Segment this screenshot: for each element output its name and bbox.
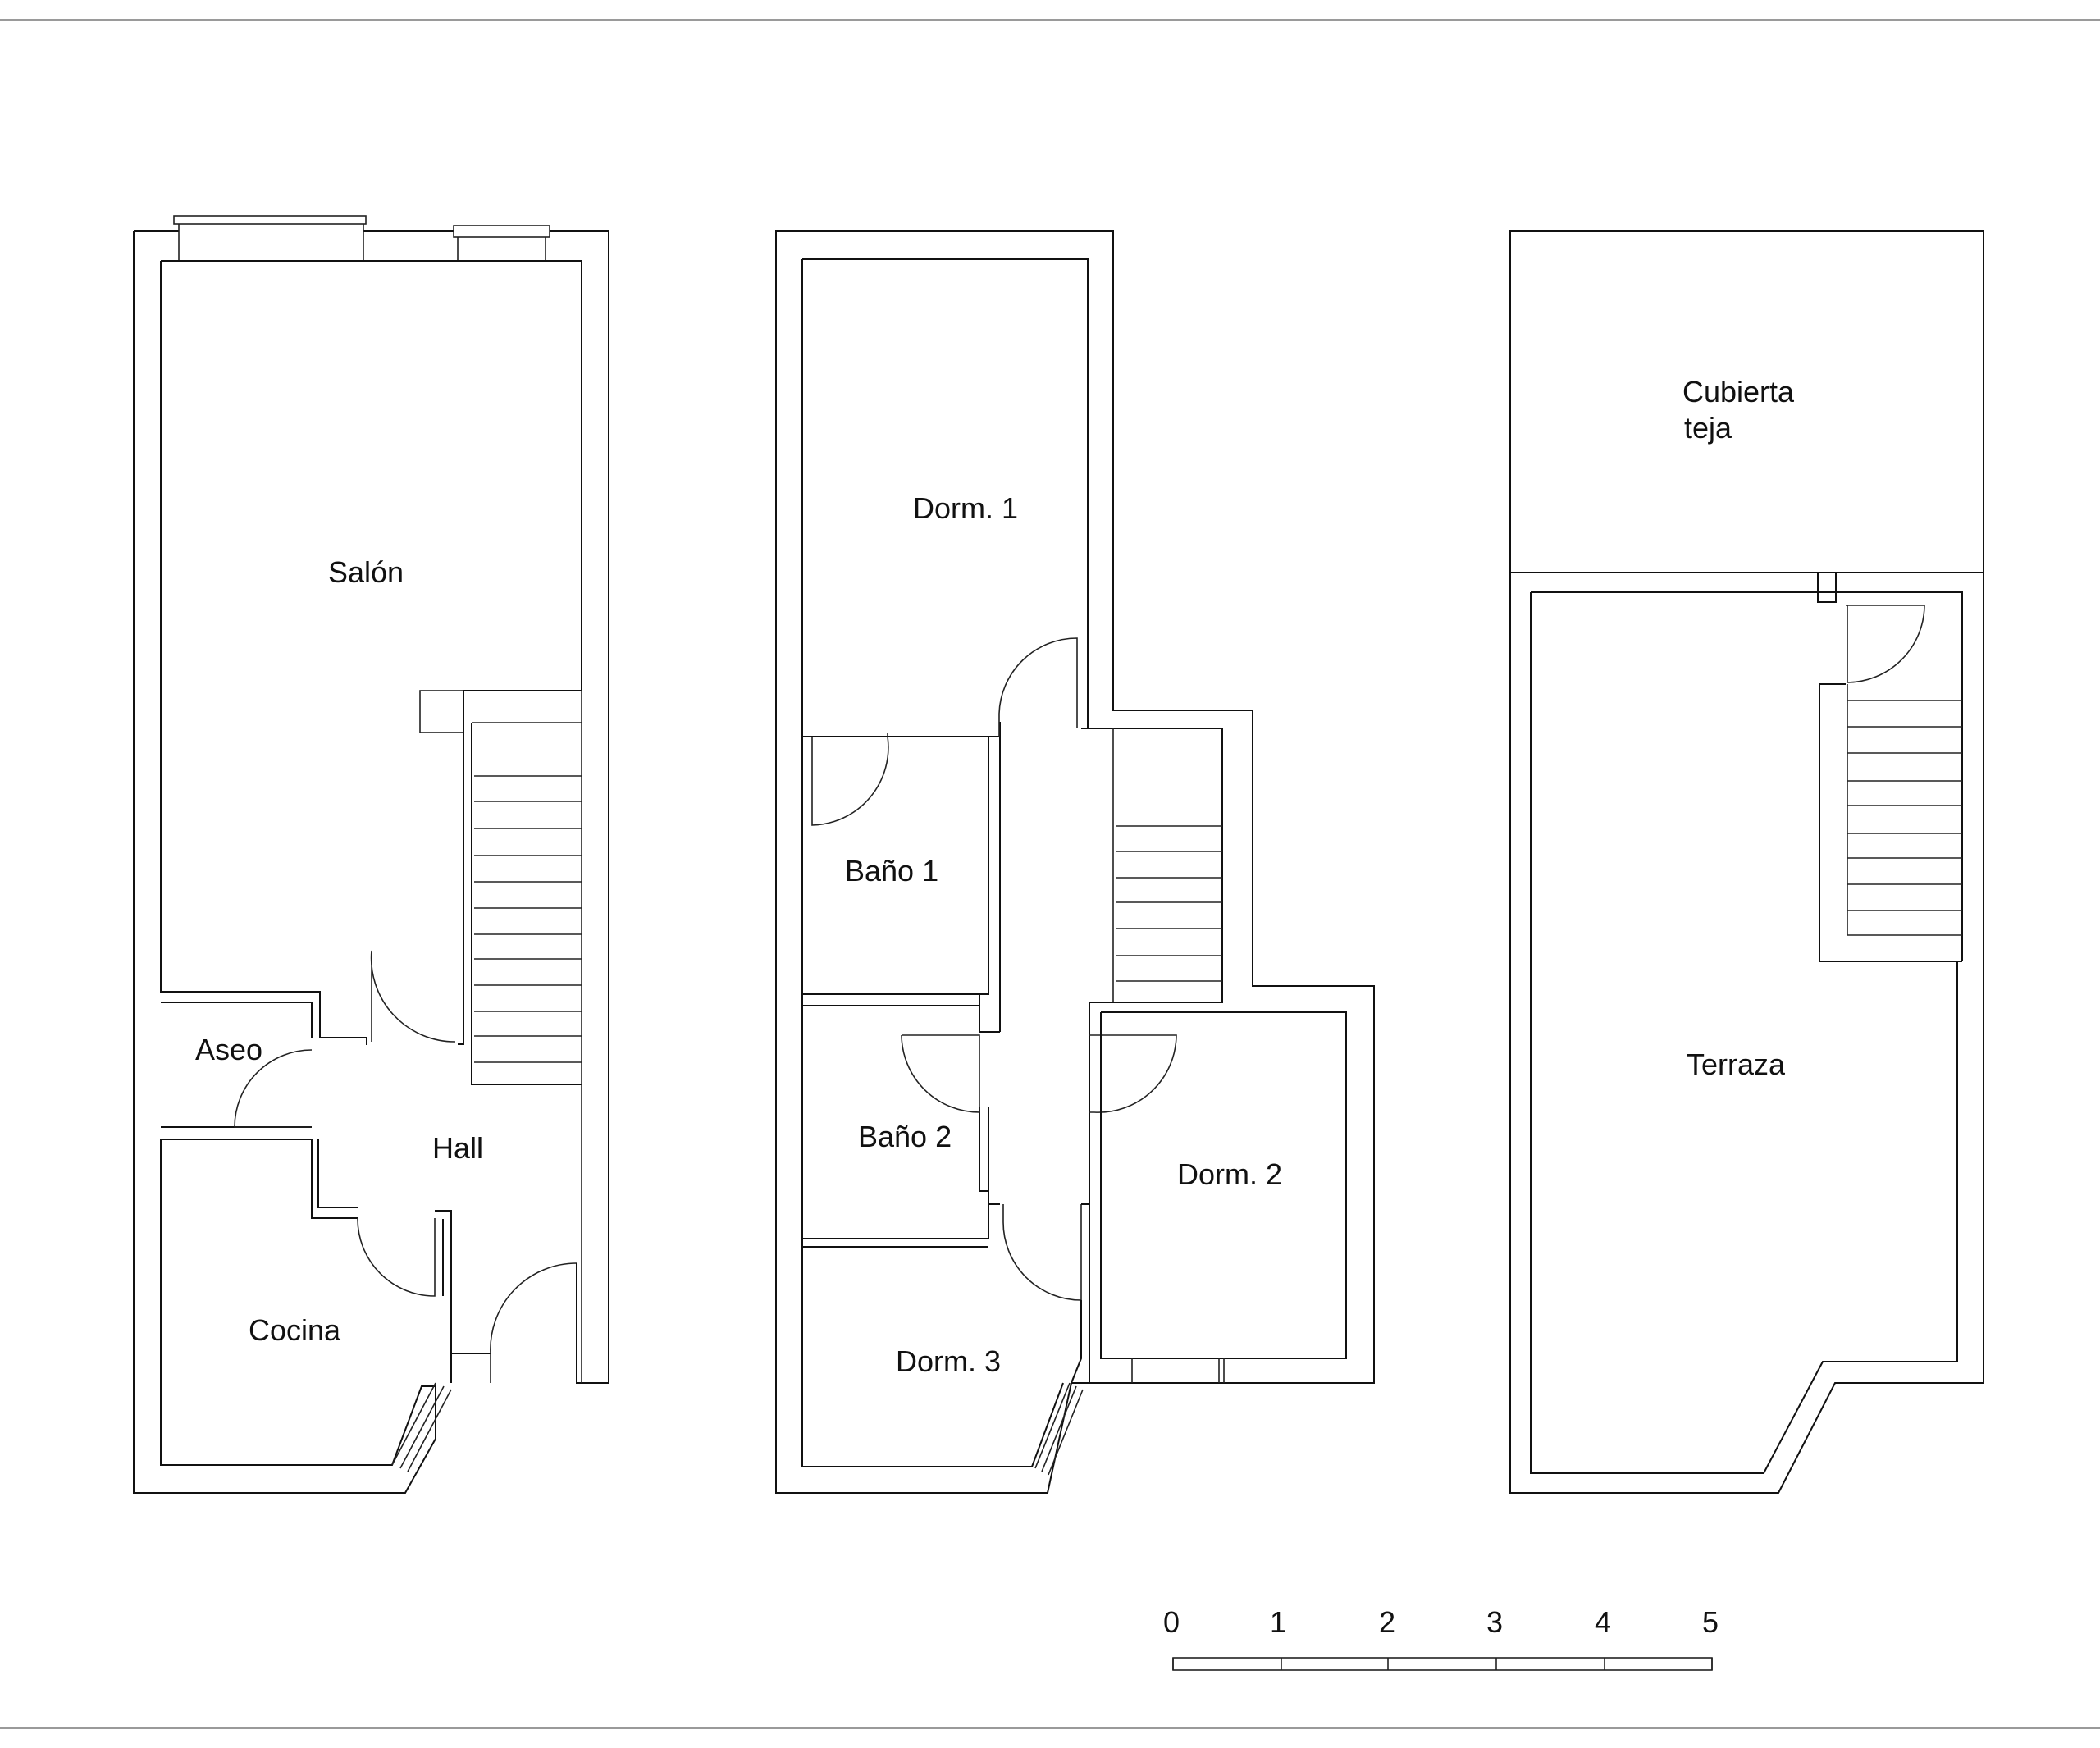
dorm1-door	[998, 637, 1078, 737]
roof-stair-treads	[1847, 684, 1962, 936]
label-dorm1: Dorm. 1	[913, 491, 1018, 525]
label-bano1: Baño 1	[845, 854, 938, 888]
scale-tick-3: 3	[1486, 1605, 1503, 1639]
scale-tick-1: 1	[1270, 1605, 1286, 1639]
first-floor-plan	[775, 230, 1375, 1494]
label-teja: teja	[1684, 411, 1732, 445]
label-dorm3: Dorm. 3	[896, 1344, 1001, 1378]
cocina-window	[391, 1382, 452, 1472]
first-floor-outer-wall	[775, 230, 1375, 1494]
label-hall: Hall	[432, 1131, 483, 1165]
label-bano2: Baño 2	[858, 1120, 952, 1153]
dorm3-door	[1002, 1204, 1082, 1301]
dorm2-door	[1089, 1034, 1177, 1113]
salon-window-left	[173, 215, 367, 225]
ground-stair-treads	[472, 691, 582, 1383]
ground-floor-plan	[133, 215, 609, 1494]
roof-floor-plan	[1509, 230, 1984, 1494]
scale-bar-track	[1172, 1657, 1713, 1671]
first-stair-treads	[1112, 728, 1222, 1002]
roof-outer-wall	[1509, 230, 1984, 1494]
aseo-door	[234, 1049, 313, 1128]
label-dorm2: Dorm. 2	[1177, 1157, 1282, 1191]
entrance-door	[490, 1262, 578, 1383]
ground-floor-outer-wall	[133, 230, 609, 1494]
cocina-door	[357, 1217, 436, 1297]
label-cocina: Cocina	[249, 1313, 341, 1347]
scale-bar: 0 1 2 3 4 5	[1163, 1605, 1719, 1671]
scale-tick-2: 2	[1379, 1605, 1395, 1639]
dorm3-window	[1034, 1382, 1084, 1476]
label-aseo: Aseo	[195, 1033, 262, 1066]
label-salon: Salón	[328, 555, 404, 589]
scale-tick-5: 5	[1702, 1605, 1719, 1639]
ground-stair-core	[419, 690, 464, 733]
scale-tick-0: 0	[1163, 1605, 1180, 1639]
bano1-door	[811, 733, 889, 826]
bano2-door	[901, 1034, 980, 1113]
salon-door	[370, 950, 456, 1043]
roof-stair-door	[1846, 605, 1925, 683]
scale-tick-4: 4	[1595, 1605, 1611, 1639]
label-cubierta: Cubierta	[1682, 375, 1795, 408]
dorm2-window	[1131, 1358, 1225, 1383]
label-terraza: Terraza	[1687, 1047, 1786, 1081]
salon-window-right	[453, 225, 550, 238]
